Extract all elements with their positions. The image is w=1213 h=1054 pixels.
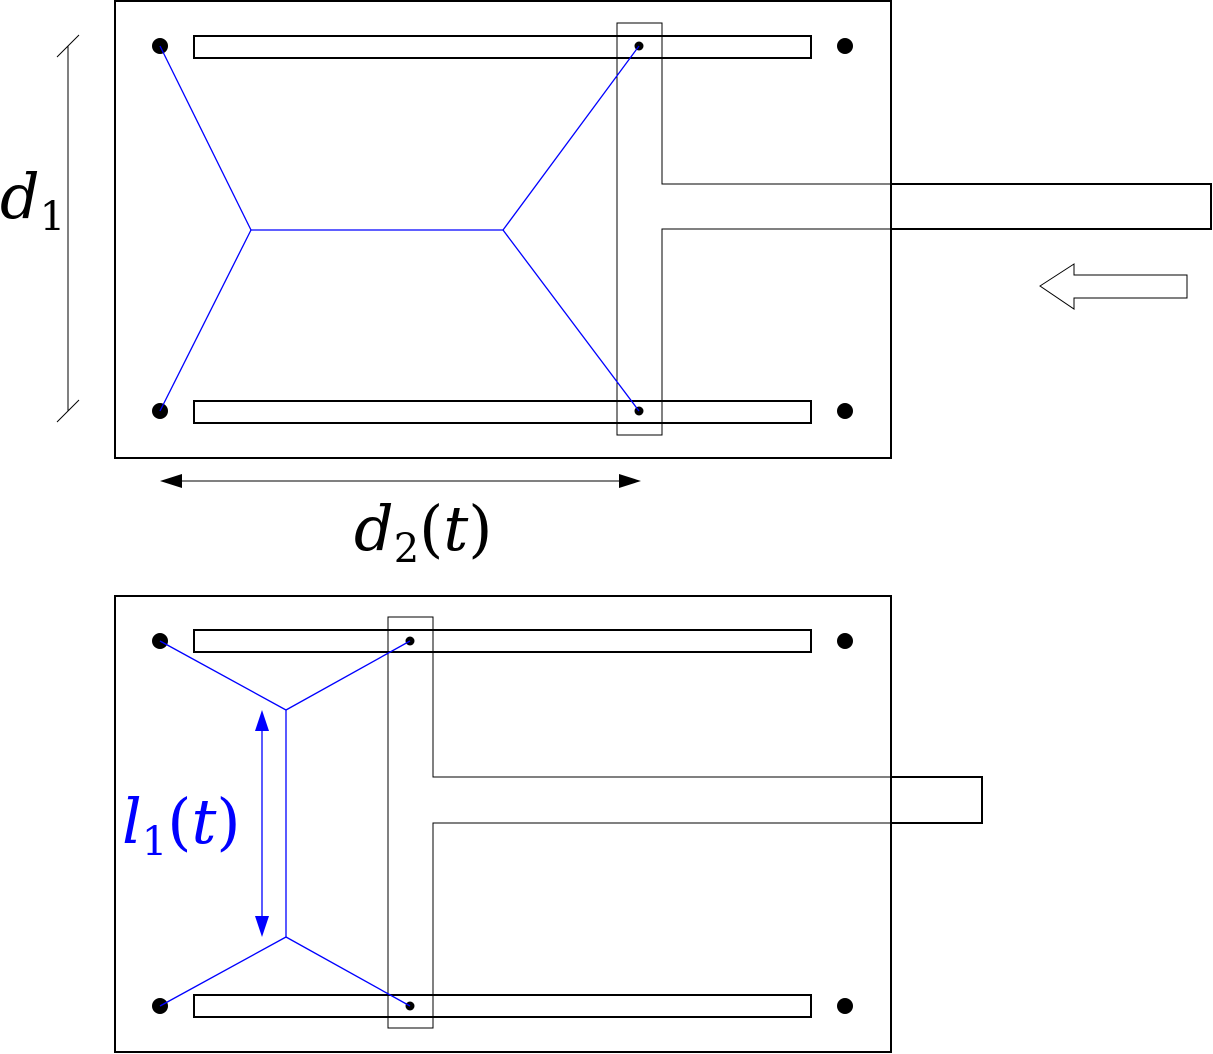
left-hollow-arrow-icon	[1039, 263, 1188, 310]
d2-dimension	[160, 474, 641, 488]
d2-label: d2(t)	[354, 492, 492, 572]
top-anchor-top-right	[837, 38, 853, 54]
d1-tick-top	[56, 34, 80, 58]
bottom-anchor-top-right	[837, 633, 853, 649]
bottom-network-edge	[285, 936, 411, 1007]
top-t-slider	[616, 22, 892, 436]
bottom-panel: l1(t)	[114, 595, 983, 1053]
top-steiner-network	[159, 45, 640, 412]
bottom-upper-rail	[193, 629, 812, 653]
d2-arrowhead-right	[619, 474, 641, 488]
d1-label: d1	[0, 160, 65, 240]
d2-var: t	[443, 492, 468, 565]
d2-subscript: 2	[394, 526, 419, 572]
l1-arrowhead-top	[255, 710, 269, 731]
d1-dimension	[56, 34, 80, 423]
d2-paren-close: )	[468, 492, 492, 565]
top-network-edge	[159, 229, 252, 412]
bottom-network-edge	[159, 936, 287, 1007]
d2-arrowhead-left	[160, 474, 182, 488]
bottom-lower-rail	[193, 994, 812, 1018]
l1-var: t	[192, 785, 217, 858]
bottom-anchor-bottom-right	[837, 998, 853, 1014]
top-network-edge	[159, 45, 252, 231]
l1-label: l1(t)	[122, 785, 241, 865]
l1-paren-close: )	[216, 785, 240, 858]
d1-tick-bottom	[56, 399, 80, 423]
top-network-edge	[502, 229, 640, 412]
bottom-slider-handle	[890, 776, 983, 824]
top-upper-rail	[193, 35, 812, 59]
bottom-t-slider	[387, 616, 892, 1029]
top-panel: d1 d2(t)	[0, 0, 1212, 572]
l1-arrowhead-bottom	[255, 916, 269, 937]
top-network-edge	[502, 45, 640, 231]
l1-subscript: 1	[142, 819, 167, 865]
bottom-network-edge	[159, 640, 287, 711]
top-slider-handle	[890, 183, 1212, 230]
top-anchor-bottom-right	[837, 403, 853, 419]
d1-subscript: 1	[40, 194, 65, 240]
l1-paren-open: (	[167, 785, 191, 858]
l1-dimension	[255, 710, 269, 937]
bottom-network-edge	[285, 640, 411, 711]
l1-symbol: l	[122, 785, 142, 858]
top-lower-rail	[193, 400, 812, 424]
d2-paren-open: (	[419, 492, 443, 565]
bottom-steiner-network	[159, 640, 411, 1007]
d2-symbol: d	[354, 492, 394, 565]
d1-symbol: d	[0, 160, 40, 233]
